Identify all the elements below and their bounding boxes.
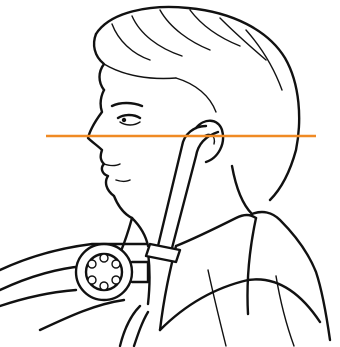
knob-grip-hole	[100, 254, 108, 262]
pupil	[122, 118, 126, 122]
eye	[112, 103, 142, 125]
adjustment-knob[interactable]	[76, 244, 148, 300]
knob-grip-hole	[88, 276, 96, 284]
knob-grip-hole	[112, 260, 120, 268]
knob-grip-hole	[112, 276, 120, 284]
mouth	[104, 164, 130, 182]
knob-grip-hole	[88, 260, 96, 268]
knob-grip-hole	[100, 282, 108, 290]
base-rails	[40, 300, 148, 346]
face-profile	[88, 90, 148, 246]
ear-rod-arm	[146, 126, 218, 262]
